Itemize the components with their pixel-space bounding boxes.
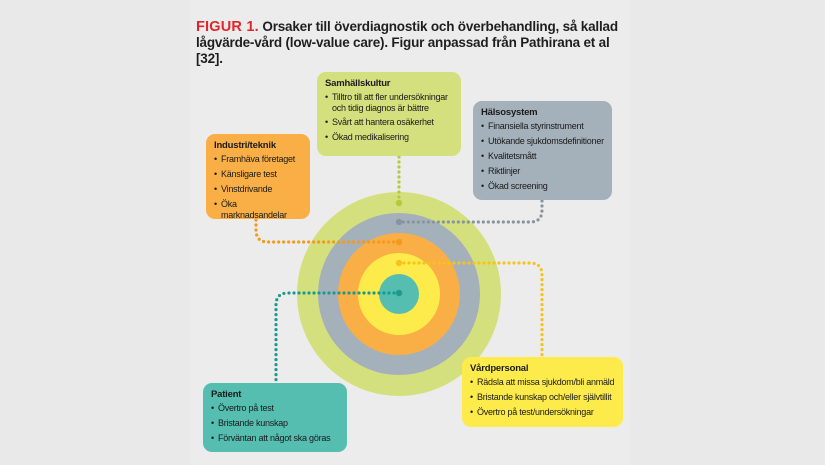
list-item: Öka marknadsandelar: [214, 199, 303, 221]
connector-dot-industri: [395, 238, 403, 246]
list-item: Finansiella styrinstrument: [481, 121, 605, 132]
box-halsosystem: Hälsosystem Finansiella styrinstrument U…: [473, 101, 612, 200]
box-title: Vårdpersonal: [470, 363, 529, 374]
list-item: Bristande kunskap och/eller självtillit: [470, 392, 616, 403]
list-item: Känsligare test: [214, 169, 303, 180]
connector-patient: [274, 291, 401, 384]
box-patient: Patient Övertro på test Bristande kunska…: [203, 383, 347, 452]
box-title: Industri/teknik: [214, 140, 276, 151]
list-item: Övertro på test: [211, 403, 340, 414]
list-item: Utökande sjukdomsdefinitioner: [481, 136, 605, 147]
caption-text: Orsaker till överdiagnostik och överbeha…: [196, 19, 618, 66]
list-item: Tilltro till att fler undersökningar och…: [325, 92, 454, 114]
box-title: Hälsosystem: [481, 107, 538, 118]
figure-caption: FIGUR 1. Orsaker till överdiagnostik och…: [196, 19, 636, 67]
figure-label: FIGUR 1.: [196, 19, 259, 35]
box-title: Samhällskultur: [325, 78, 391, 89]
list-item: Förväntan att något ska göras: [211, 433, 340, 444]
connector-vardpersonal: [397, 261, 544, 358]
list-item: Svårt att hantera osäkerhet: [325, 117, 454, 128]
list-item: Kvalitetsmått: [481, 151, 605, 162]
connector-dot-halsosystem: [395, 218, 403, 226]
list-item: Ökad medikalisering: [325, 132, 454, 143]
connector-halsosystem: [397, 199, 544, 224]
list-item: Framhäva företaget: [214, 154, 303, 165]
list-item: Övertro på test/undersökningar: [470, 407, 616, 418]
list-item: Bristande kunskap: [211, 418, 340, 429]
connector-dot-samhallskultur: [395, 199, 403, 207]
box-industri-teknik: Industri/teknik Framhäva företaget Känsl…: [206, 134, 310, 221]
connector-dot-vardpersonal: [395, 259, 403, 267]
box-title: Patient: [211, 389, 242, 400]
list-item: Rädsla att missa sjukdom/bli anmäld: [470, 377, 616, 388]
box-vardpersonal: Vårdpersonal Rädsla att missa sjukdom/bl…: [462, 357, 623, 427]
list-item: Ökad screening: [481, 181, 605, 192]
box-samhallskultur: Samhällskultur Tilltro till att fler und…: [317, 72, 461, 156]
connector-industri: [254, 218, 401, 244]
connector-dot-patient: [395, 289, 403, 297]
list-item: Vinstdrivande: [214, 184, 303, 195]
list-item: Riktlinjer: [481, 166, 605, 177]
